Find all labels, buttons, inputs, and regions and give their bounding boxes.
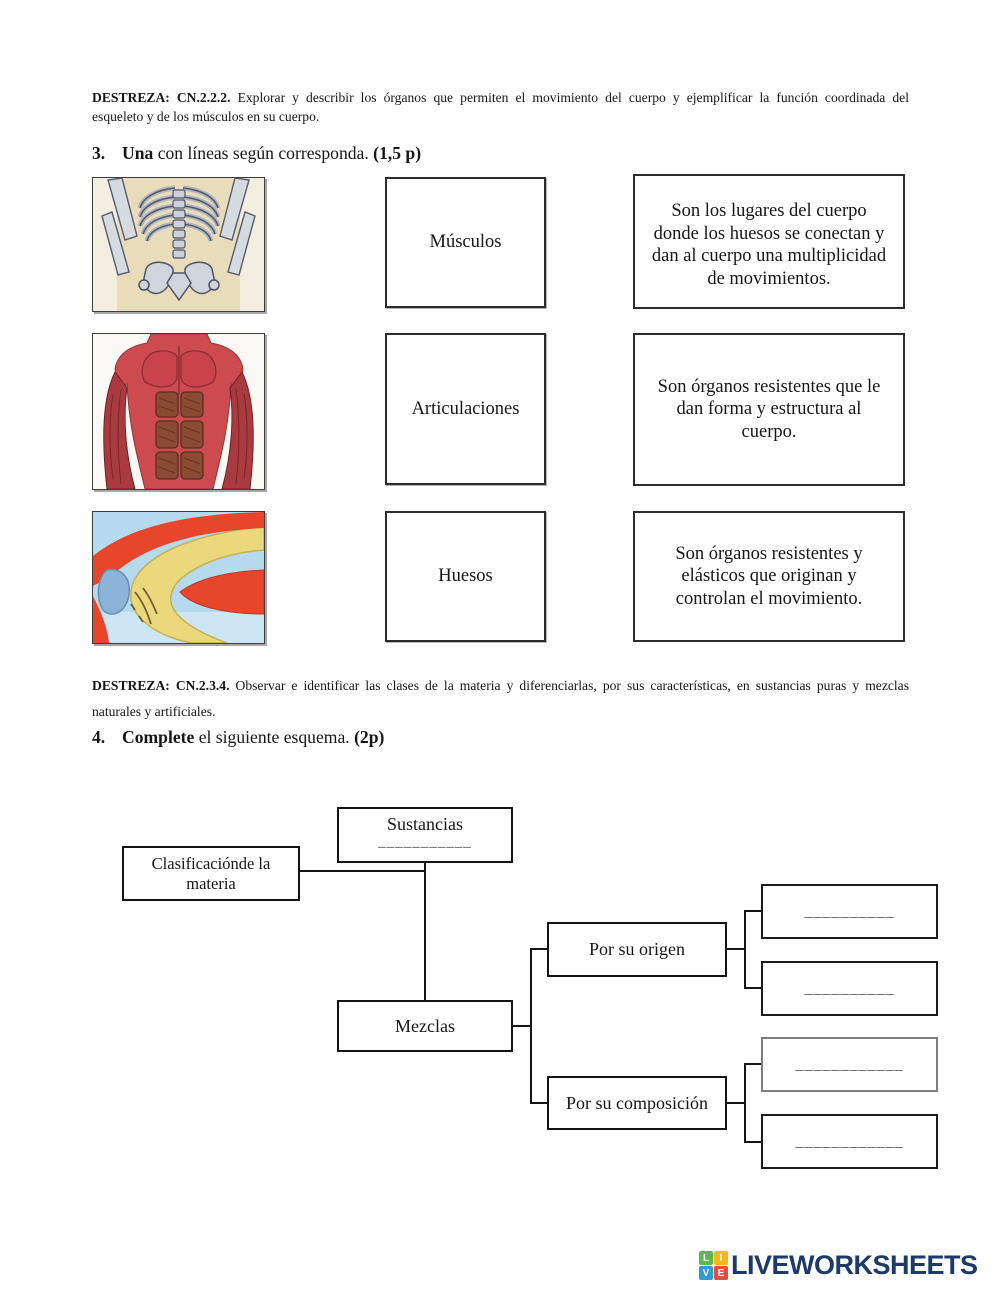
logo-tile-l: L [699,1251,713,1265]
term-label: Músculos [429,232,502,252]
answer-blank[interactable]: ____________ [795,1132,904,1150]
liveworksheets-icon: L I V E [699,1251,728,1280]
term-box-huesos[interactable]: Huesos [385,511,546,642]
destreza-2-text: Observar e identificar las clases de la … [229,678,909,693]
answer-box-origen-2[interactable]: __________ [761,961,938,1016]
sustancias-label: Sustancias [387,814,463,834]
connector-line [727,948,744,950]
classification-line1: Clasificaciónde la [151,853,271,873]
destreza-2-paragraph: DESTREZA: CN.2.3.4. Observar e identific… [92,673,909,724]
por-su-origen-box: Por su origen [547,922,727,977]
question-4-text: el siguiente esquema. [194,727,355,747]
destreza-1-line2: esqueleto y de los músculos en su cuerpo… [92,108,320,124]
destreza-1-text: Explorar y describir los órganos que per… [230,90,909,105]
definition-text: Son los lugares del cuerpo donde los hue… [651,201,887,289]
muscles-illustration [93,334,264,489]
question-4-verb: Complete [122,727,195,747]
destreza-2-line1: DESTREZA: CN.2.3.4. Observar e identific… [92,673,909,699]
connector-line [532,1102,547,1104]
connector-line [744,1063,746,1143]
connector-line [424,863,426,1000]
connector-line [530,948,532,1104]
joint-image[interactable] [92,511,265,644]
mezclas-label: Mezclas [395,1015,455,1036]
question-3-text: con líneas según corresponda. [153,143,374,163]
sustancias-answer-blank[interactable]: ___________ [378,834,472,850]
destreza-2-code: DESTREZA: CN.2.3.4. [92,678,230,693]
logo-tile-i: I [714,1251,728,1265]
answer-blank[interactable]: __________ [804,902,895,920]
answer-blank[interactable]: __________ [804,979,895,997]
connector-line [746,1141,761,1143]
definition-text: Son órganos resistentes y elásticos que … [675,543,863,609]
liveworksheets-wordmark: LIVEWORKSHEETS [731,1250,978,1280]
term-box-musculos[interactable]: Músculos [385,177,546,308]
question-3-heading: 3. Una con líneas según corresponda. (1,5… [92,143,421,164]
destreza-2-line2: naturales y artificiales. [92,703,216,719]
connector-line [532,948,547,950]
classification-line2: materia [186,873,236,893]
por-su-composicion-box: Por su composición [547,1076,727,1130]
connector-line [746,910,761,912]
term-box-articulaciones[interactable]: Articulaciones [385,333,546,485]
question-4-points: (2p) [354,727,385,747]
connector-line [744,910,746,989]
logo-tile-e: E [714,1266,728,1280]
mezclas-box: Mezclas [337,1000,513,1052]
definition-box-3[interactable]: Son órganos resistentes y elásticos que … [633,511,905,642]
joint-illustration [93,512,264,643]
skeleton-image[interactable] [92,177,265,312]
question-3-verb: Una [122,143,154,163]
skeleton-illustration [93,178,264,311]
connector-line [513,1025,531,1027]
por-su-composicion-label: Por su composición [566,1092,708,1113]
destreza-1-paragraph: DESTREZA: CN.2.2.2. Explorar y describir… [92,89,909,126]
term-label: Huesos [438,566,493,586]
answer-blank[interactable]: ____________ [795,1055,904,1073]
question-4-number: 4. [92,727,106,747]
liveworksheets-logo[interactable]: L I V E LIVEWORKSHEETS [699,1250,978,1281]
logo-tile-v: V [699,1266,713,1280]
muscles-image[interactable] [92,333,265,490]
destreza-1-code: DESTREZA: CN.2.2.2. [92,90,231,105]
answer-box-composicion-1[interactable]: ____________ [761,1037,938,1092]
por-su-origen-label: Por su origen [589,939,685,959]
definition-box-1[interactable]: Son los lugares del cuerpo donde los hue… [633,174,905,309]
question-4-heading: 4. Complete el siguiente esquema. (2p) [92,727,384,748]
connector-line [727,1102,744,1104]
classification-box: Clasificaciónde la materia [122,846,300,901]
definition-text: Son órganos resistentes que le dan forma… [657,376,881,442]
question-3-number: 3. [92,143,106,163]
term-label: Articulaciones [411,398,520,419]
answer-box-composicion-2[interactable]: ____________ [761,1114,938,1169]
connector-line [746,987,761,989]
definition-box-2[interactable]: Son órganos resistentes que le dan forma… [633,333,905,486]
sustancias-box[interactable]: Sustancias ___________ [337,807,513,863]
answer-box-origen-1[interactable]: __________ [761,884,938,939]
connector-line [746,1063,761,1065]
destreza-1-line1: DESTREZA: CN.2.2.2. Explorar y describir… [92,89,909,108]
connector-line [300,870,425,872]
question-3-points: (1,5 p) [373,143,422,163]
